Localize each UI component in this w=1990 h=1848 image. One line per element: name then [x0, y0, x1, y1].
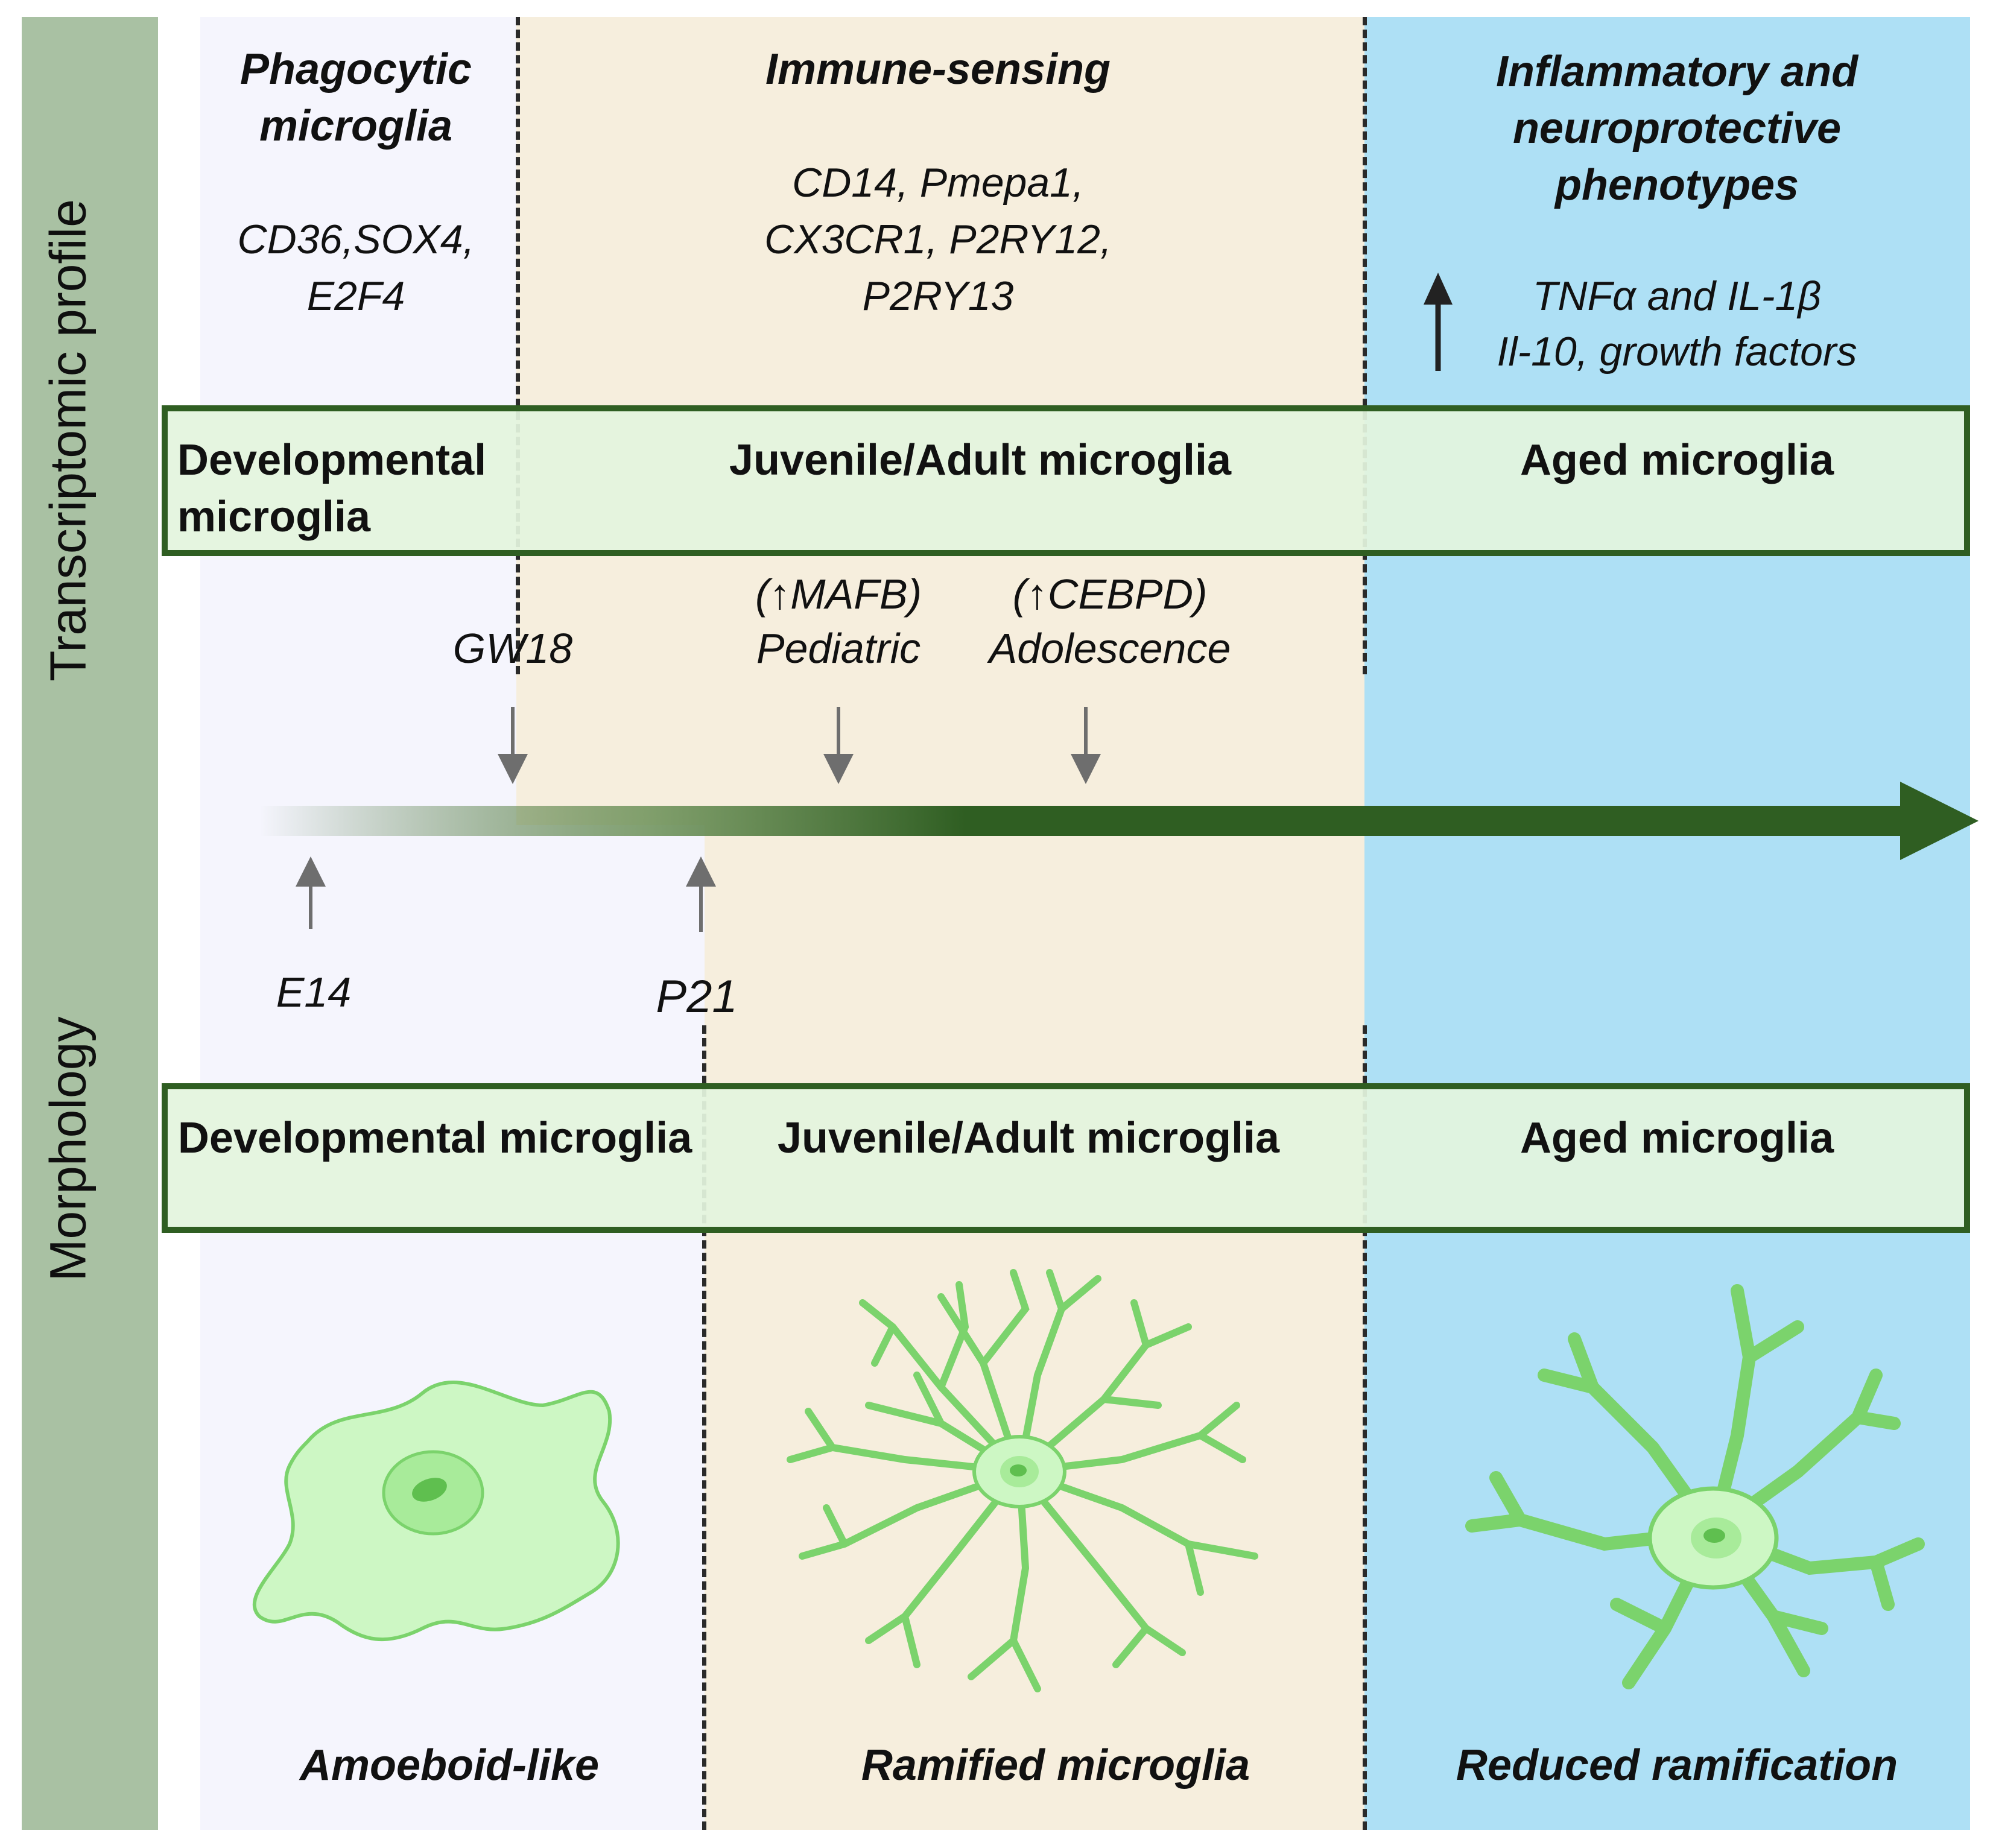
separator-aged-top: [1363, 17, 1367, 674]
up-arrow-p21-icon: [686, 856, 716, 932]
header-immune-sensing: Immune-sensing: [765, 45, 1111, 93]
genes-juvenile: CD14, Pmepa1, CX3CR1, P2RY12, P2RY13: [764, 160, 1112, 319]
label-gw18: GW18: [452, 625, 573, 672]
band-top-aged: Aged microglia: [1519, 436, 1834, 484]
band-top-developmental: Developmental microglia: [177, 436, 487, 541]
genes-aged-line2: Il-10, growth factors: [1497, 329, 1857, 375]
label-pediatric: Pediatric: [756, 625, 921, 672]
genes-developmental: CD36,SOX4, E2F4: [237, 217, 475, 319]
band-top-juvenile: Juvenile/Adult microglia: [729, 436, 1232, 484]
juvenile-zone-background-lower: [705, 825, 1364, 1830]
developmental-zone-background-lower: [200, 825, 705, 1830]
reduced-cell-body: [1647, 1486, 1779, 1590]
ramified-cell-illustration: [787, 1269, 1258, 1692]
separator-aged-bottom: [1363, 1025, 1367, 1830]
label-adolescence: Adolescence: [989, 625, 1231, 672]
morph-reduced: Reduced ramification: [1456, 1741, 1898, 1789]
down-arrow-gw18-icon: [498, 707, 528, 784]
timeline-arrow-head: [1900, 782, 1979, 860]
sidebar: [22, 17, 158, 1830]
band-morphology: [162, 1083, 1970, 1233]
separator-p21: [702, 1025, 706, 1830]
band-bottom-juvenile: Juvenile/Adult microglia: [777, 1114, 1280, 1162]
separator-gw18: [516, 17, 520, 674]
genes-aged-line1: TNFα and IL-1β: [1532, 273, 1822, 319]
label-cebpd: (↑CEBPD): [1012, 571, 1208, 618]
ramified-cell-body: [972, 1435, 1066, 1508]
header-phagocytic: Phagocytic microglia: [239, 45, 472, 150]
label-p21: P21: [656, 971, 738, 1022]
label-e14: E14: [276, 969, 352, 1016]
band-transcriptomic: [162, 405, 1970, 556]
band-bottom-developmental: Developmental microglia: [177, 1114, 692, 1162]
morph-amoeboid: Amoeboid-like: [299, 1741, 600, 1789]
up-arrow-e14-icon: [296, 856, 326, 929]
down-arrow-pediatric-icon: [823, 707, 854, 784]
reduced-cell-illustration: [1465, 1284, 1925, 1689]
up-arrow-icon: [1424, 273, 1453, 371]
morph-ramified: Ramified microglia: [861, 1741, 1250, 1789]
band-bottom-aged: Aged microglia: [1519, 1114, 1834, 1162]
timeline-arrow-shaft: [259, 806, 1906, 836]
header-inflammatory: Inflammatory and neuroprotective phenoty…: [1495, 48, 1858, 209]
down-arrow-adolescence-icon: [1071, 707, 1101, 784]
amoeboid-cell-illustration: [253, 1381, 620, 1642]
label-mafb: (↑MAFB): [755, 571, 922, 618]
